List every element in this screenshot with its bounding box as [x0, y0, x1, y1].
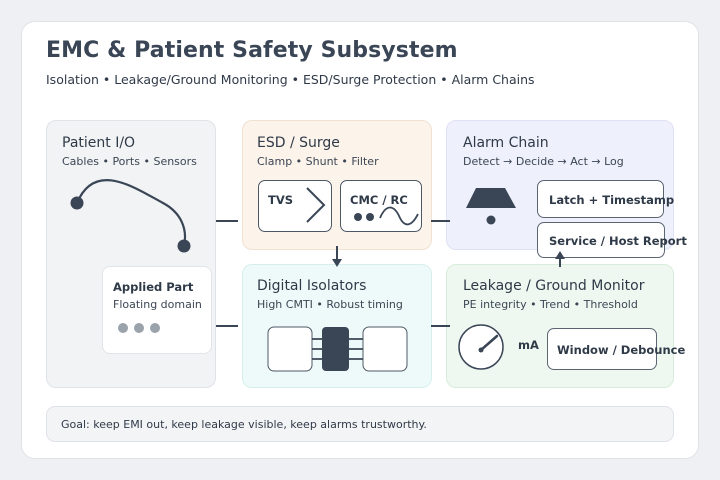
- applied-part-title: Applied Part: [113, 280, 194, 294]
- cmc-rc-label: CMC / RC: [350, 193, 408, 207]
- leakage-ground-title: Leakage / Ground Monitor: [463, 278, 645, 294]
- esd-surge-subtitle: Clamp • Shunt • Filter: [257, 155, 379, 168]
- window-debounce-label: Window / Debounce: [557, 343, 686, 357]
- page-title: EMC & Patient Safety Subsystem: [46, 38, 458, 63]
- page-subtitle: Isolation • Leakage/Ground Monitoring • …: [46, 72, 535, 87]
- service-host-report-label: Service / Host Report: [549, 234, 687, 248]
- applied-part-subtitle: Floating domain: [113, 298, 202, 311]
- floating-domain-dots-icon: [118, 323, 160, 333]
- patient-io-title: Patient I/O: [62, 135, 136, 151]
- alarm-chain-title: Alarm Chain: [463, 135, 549, 151]
- isolator-icon: [267, 326, 408, 372]
- latch-timestamp-label: Latch + Timestamp: [549, 193, 675, 207]
- alarm-chain-subtitle: Detect → Decide → Act → Log: [463, 155, 624, 168]
- digital-isolators-title: Digital Isolators: [257, 278, 367, 294]
- tvs-chevron-icon: [306, 187, 326, 223]
- alarm-bell-icon: [466, 188, 516, 225]
- esd-surge-title: ESD / Surge: [257, 135, 340, 151]
- connector-lines: [216, 220, 561, 327]
- window-debounce-box: Window / Debounce: [547, 328, 685, 370]
- leakage-gauge-icon: [458, 324, 504, 370]
- cmc-rc-icon: [354, 206, 419, 226]
- service-host-report-box: Service / Host Report: [537, 222, 687, 258]
- latch-timestamp-box: Latch + Timestamp: [537, 180, 674, 218]
- goal-text: Goal: keep EMI out, keep leakage visible…: [61, 418, 427, 431]
- milliamp-unit-label: mA: [518, 338, 539, 352]
- patient-cable-icon: [70, 179, 191, 253]
- leakage-ground-subtitle: PE integrity • Trend • Threshold: [463, 298, 638, 311]
- leakage-to-alarm-arrow-icon: [555, 251, 565, 259]
- tvs-label: TVS: [268, 193, 294, 207]
- applied-part-box: Applied Part Floating domain: [102, 266, 212, 354]
- digital-isolators-subtitle: High CMTI • Robust timing: [257, 298, 403, 311]
- esd-to-isolator-arrow-icon: [332, 259, 342, 267]
- goal-banner: Goal: keep EMI out, keep leakage visible…: [46, 406, 674, 442]
- cmc-rc-box: CMC / RC: [340, 180, 422, 232]
- patient-io-subtitle: Cables • Ports • Sensors: [62, 155, 197, 168]
- tvs-box: TVS: [258, 180, 332, 232]
